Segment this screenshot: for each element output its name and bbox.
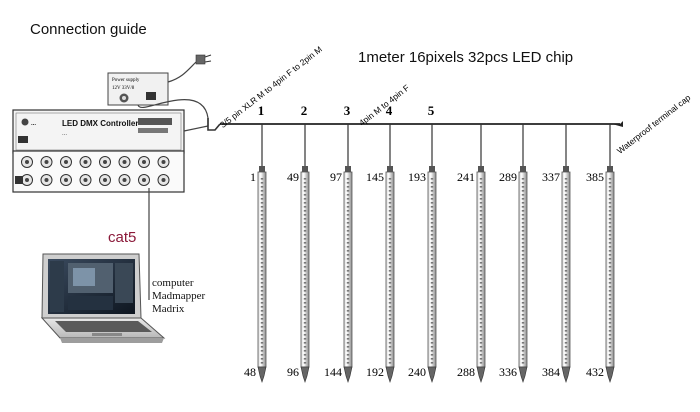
tube-index-number: 3 (344, 103, 351, 118)
tube-end-pixel: 96 (287, 365, 299, 379)
tube-start-pixel: 145 (366, 170, 384, 184)
computer-software-labels: computer Madmapper Madrix (152, 277, 205, 316)
led-tube: 193 240 (408, 124, 437, 383)
tube-index-group: 1 2 3 4 5 (258, 103, 435, 118)
tube-end-pixel: 384 (542, 365, 560, 379)
xlr-connector-icon (207, 118, 221, 131)
tube-index-number: 1 (258, 103, 265, 118)
led-tube: 289 336 (499, 124, 528, 383)
tube-end-pixel: 288 (457, 365, 475, 379)
tube-start-pixel: 385 (586, 170, 604, 184)
laptop-icon (40, 253, 166, 343)
led-tube-group: 1484996971441451921932402412882893363373… (244, 124, 615, 383)
tube-start-pixel: 97 (330, 170, 342, 184)
tube-end-pixel: 144 (324, 365, 342, 379)
page-title: Connection guide (30, 21, 147, 38)
controller-brand: ... (31, 121, 36, 127)
led-tube: 145 192 (366, 124, 395, 383)
computer-label: computer (152, 277, 194, 289)
power-supply-label: Power supply (112, 78, 140, 83)
tube-end-pixel: 240 (408, 365, 426, 379)
led-tube: 1 48 (244, 124, 267, 383)
power-cable (137, 99, 209, 126)
software-madmapper: Madmapper (152, 290, 206, 302)
tube-end-pixel: 192 (366, 365, 384, 379)
tube-end-pixel: 336 (499, 365, 517, 379)
led-tube: 49 96 (287, 124, 310, 383)
dmx-controller: ... LED DMX Controller ... (12, 109, 209, 154)
port-row-bottom (15, 174, 170, 186)
cat5-label: cat5 (108, 229, 137, 246)
terminal-cap-icon (612, 121, 623, 127)
led-tube: 337 384 (542, 124, 571, 383)
tube-end-pixel: 48 (244, 365, 256, 379)
tube-start-pixel: 49 (287, 170, 299, 184)
tube-start-pixel: 1 (250, 170, 256, 184)
tube-start-pixel: 241 (457, 170, 475, 184)
controller-port-panel (12, 150, 185, 193)
tube-index-number: 2 (301, 103, 308, 118)
controller-model: ... (62, 131, 67, 137)
led-tube: 241 288 (457, 124, 486, 383)
tube-start-pixel: 289 (499, 170, 517, 184)
port-row-top (21, 156, 170, 168)
controller-name: LED DMX Controller (62, 119, 138, 128)
led-tube: 385 432 (586, 124, 615, 383)
tube-index-number: 4 (386, 103, 393, 118)
tube-start-pixel: 193 (408, 170, 426, 184)
tube-start-pixel: 337 (542, 170, 560, 184)
power-supply-specs: 12V 33V/8 (112, 86, 135, 91)
chip-description: 1meter 16pixels 32pcs LED chip (358, 49, 574, 66)
led-tube: 97 144 (324, 124, 353, 383)
software-madrix: Madrix (152, 303, 185, 315)
power-supply: Power supply 12V 33V/8 (107, 72, 169, 106)
power-plug-icon (167, 54, 212, 83)
tube-index-number: 5 (428, 103, 435, 118)
tube-end-pixel: 432 (586, 365, 604, 379)
